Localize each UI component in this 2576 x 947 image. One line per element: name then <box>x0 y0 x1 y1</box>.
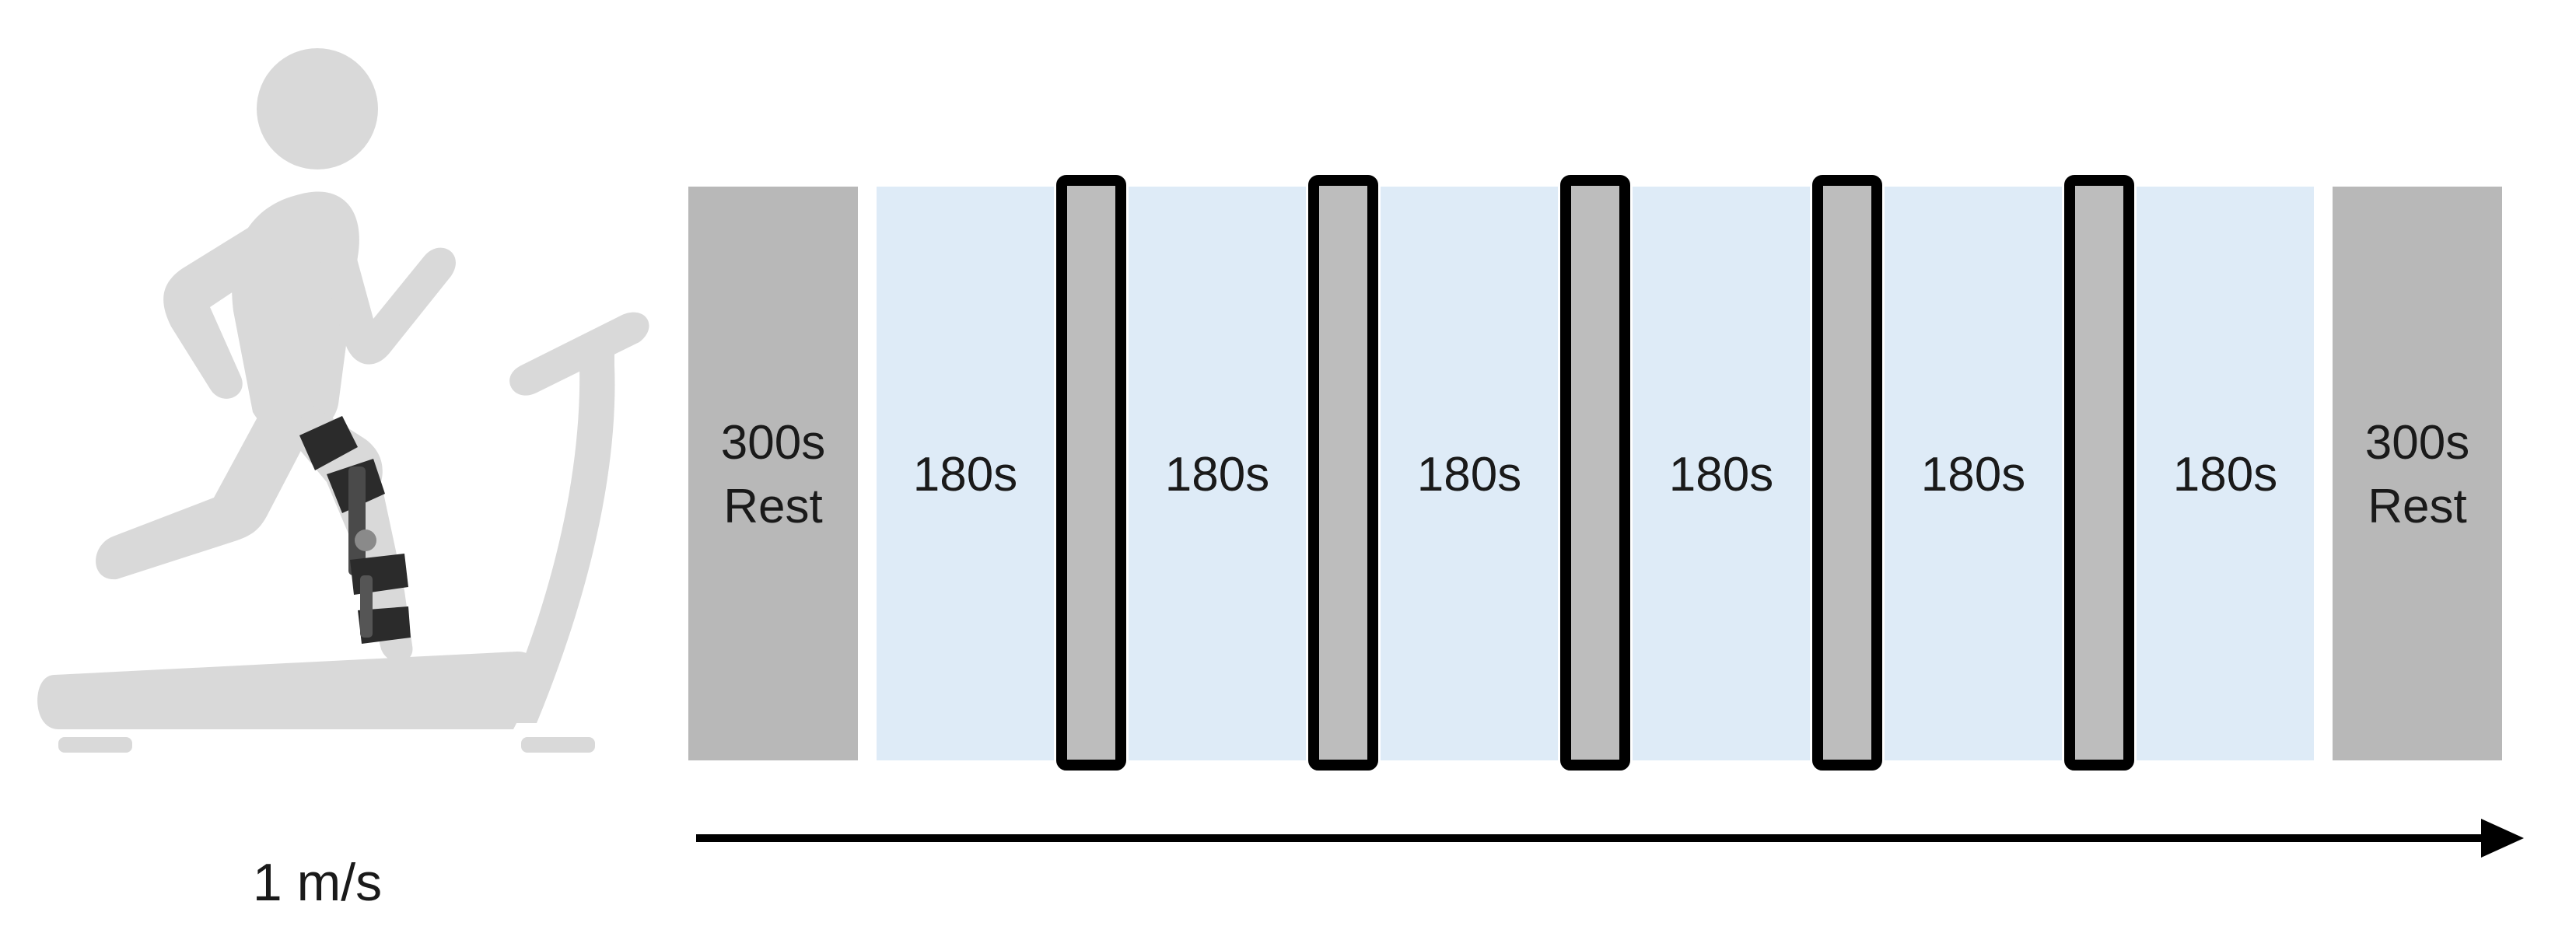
runner-front-arm-icon <box>319 233 456 365</box>
rest-duration-label: Rest <box>723 480 822 533</box>
walking-block <box>1885 187 2062 760</box>
walking-duration-label: 180s <box>2173 448 2277 501</box>
time-arrow-icon <box>696 819 2524 858</box>
walking-block <box>2137 187 2314 760</box>
walking-duration-label: 180s <box>1921 448 2025 501</box>
probe-block <box>1308 175 1378 771</box>
speed-label: 1 m/s <box>253 853 382 912</box>
walking-block <box>1381 187 1558 760</box>
probe-block <box>2064 175 2134 771</box>
rest-duration-label: 300s <box>2365 416 2469 470</box>
walking-block <box>1633 187 1810 760</box>
treadmill-foot-icon <box>58 737 132 753</box>
probe-block <box>1056 175 1126 771</box>
walking-duration-label: 180s <box>1165 448 1269 501</box>
treadmill-post-icon <box>498 342 615 723</box>
walking-duration-label: 180s <box>1417 448 1521 501</box>
runner-head-icon <box>257 48 378 169</box>
runner-back-arm-icon <box>163 218 280 399</box>
walking-duration-label: 180s <box>913 448 1017 501</box>
rest-duration-label: Rest <box>2368 480 2466 533</box>
treadmill-foot-icon <box>521 737 595 753</box>
knee-brace-icon <box>299 416 411 644</box>
runner-back-leg-icon <box>96 404 316 580</box>
walking-block <box>877 187 1054 760</box>
rest-block <box>688 187 858 760</box>
probe-block <box>1812 175 1882 771</box>
treadmill-runner-icon <box>37 48 649 753</box>
rest-block <box>2333 187 2502 760</box>
walking-duration-label: 180s <box>1669 448 1773 501</box>
treadmill-deck-icon <box>37 652 540 729</box>
probe-block <box>1560 175 1630 771</box>
treadmill-handle-icon <box>509 312 649 396</box>
walking-block <box>1129 187 1306 760</box>
rest-duration-label: 300s <box>721 416 825 470</box>
